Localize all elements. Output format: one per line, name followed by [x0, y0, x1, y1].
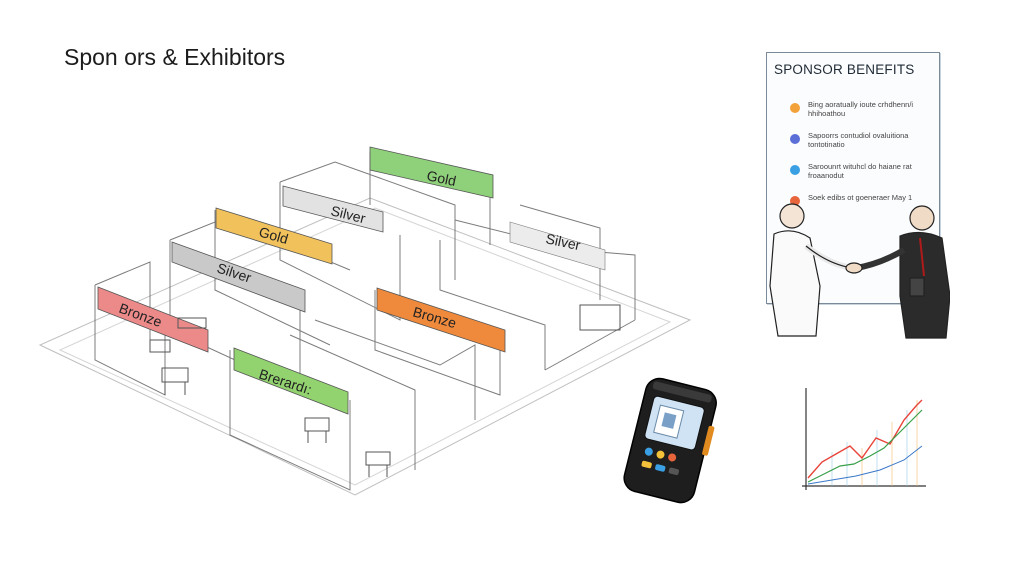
booth-silver-top: Silver [282, 185, 384, 233]
benefit-item: Bing aoratually ioute crhdhenn/i hhihoat… [790, 100, 930, 128]
growth-chart-icon [802, 388, 926, 490]
benefit-bullet-icon [790, 165, 800, 175]
benefit-text: Soek edibs ot goeneraer May 1 [808, 193, 913, 202]
booth-gold-top: Gold [369, 146, 494, 199]
booth-bronze-front: Brerardı: [233, 347, 349, 415]
benefit-text: Saroounrt wituhcl do haiane rat froaanod… [808, 162, 912, 180]
benefit-bullet-icon [790, 134, 800, 144]
benefit-text: Sapoorrs contudiol ovaluitiona tontotina… [808, 131, 909, 149]
booth-label-silver-right: Silver [544, 230, 582, 253]
benefits-list: Bing aoratually ioute crhdhenn/i hhihoat… [790, 100, 930, 224]
sponsor-benefits-panel: SPONSOR BENEFITS Bing aoratually ioute c… [760, 46, 950, 366]
booth-bronze-left: Bronze [97, 286, 209, 353]
booth-gold-left: Gold [215, 207, 333, 265]
booth-bronze-center: Bronze [376, 287, 506, 353]
benefit-bullet-icon [790, 196, 800, 206]
benefit-bullet-icon [790, 103, 800, 113]
badge-scanner-icon [623, 377, 717, 504]
benefit-item: Soek edibs ot goeneraer May 1 [790, 193, 930, 221]
benefit-item: Saroounrt wituhcl do haiane rat froaanod… [790, 162, 930, 190]
booth-label-gold-top: Gold [425, 167, 457, 189]
slide-title: Spon ors & Exhibitors [64, 44, 286, 70]
benefit-item: Sapoorrs contudiol ovaluitiona tontotina… [790, 131, 930, 159]
booth-silver-right: Silver [509, 221, 606, 271]
benefits-title: SPONSOR BENEFITS [774, 62, 915, 77]
handshake-icon [769, 203, 950, 339]
benefit-text: Bing aoratually ioute crhdhenn/i hhihoat… [808, 100, 914, 118]
booth-label-gold-left: Gold [257, 224, 290, 248]
